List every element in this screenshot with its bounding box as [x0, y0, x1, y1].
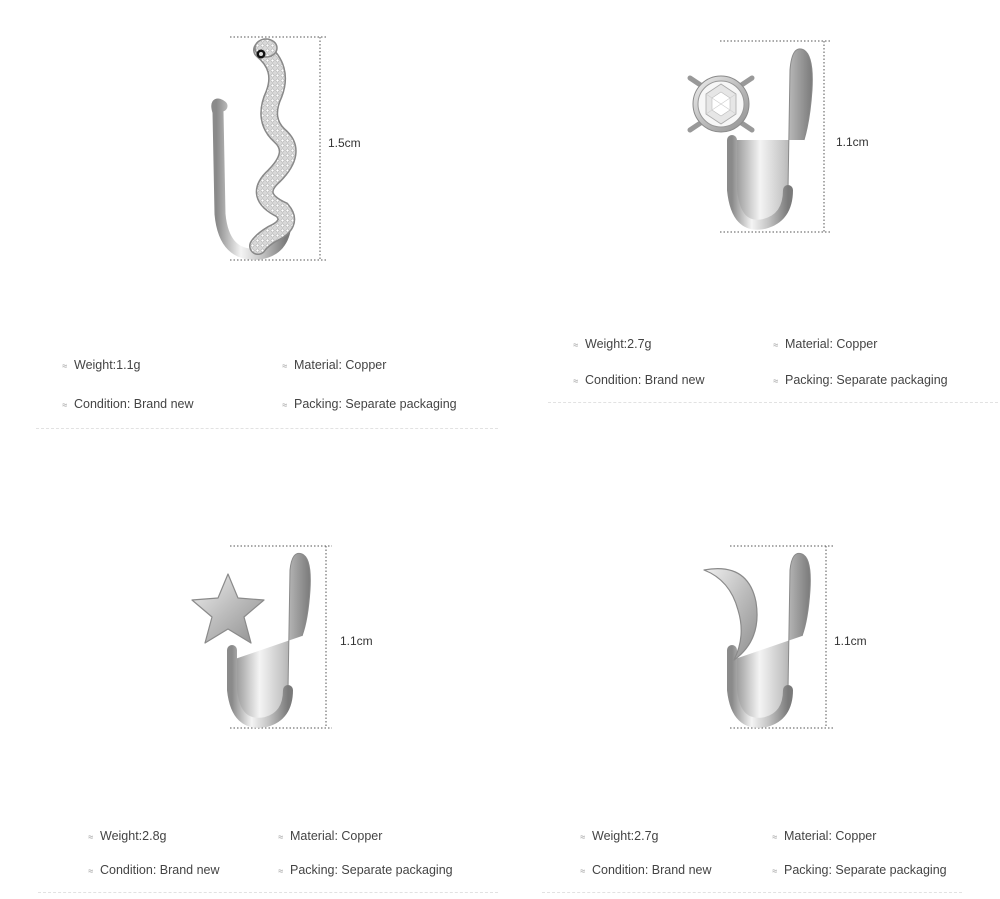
spec-packing: ≈ Packing: Separate packaging: [282, 397, 457, 411]
spec-material: ≈ Material: Copper: [282, 358, 386, 372]
spec-condition: ≈ Condition: Brand new: [62, 397, 194, 411]
spec-material: ≈ Material: Copper: [773, 337, 877, 351]
divider: [548, 402, 998, 403]
spec-material-text: Material: Copper: [785, 337, 878, 351]
spec-condition-text: Condition: Brand new: [100, 863, 220, 877]
bullet-icon: ≈: [62, 361, 67, 371]
snake-icon: [211, 36, 328, 261]
bullet-icon: ≈: [282, 361, 287, 371]
spec-material-text: Material: Copper: [784, 829, 877, 843]
dimension-label: 1.1cm: [834, 634, 867, 648]
spec-packing-text: Packing: Separate packaging: [784, 863, 947, 877]
bullet-icon: ≈: [278, 832, 283, 842]
spec-packing: ≈ Packing: Separate packaging: [773, 373, 948, 387]
spec-weight: ≈ Weight:2.8g: [88, 829, 166, 843]
bullet-icon: ≈: [573, 376, 578, 386]
spec-condition: ≈ Condition: Brand new: [573, 373, 705, 387]
spec-packing-text: Packing: Separate packaging: [294, 397, 457, 411]
bullet-icon: ≈: [278, 866, 283, 876]
spec-material: ≈ Material: Copper: [772, 829, 876, 843]
bullet-icon: ≈: [62, 400, 67, 410]
spec-weight: ≈ Weight:1.1g: [62, 358, 140, 372]
spec-condition-text: Condition: Brand new: [592, 863, 712, 877]
spec-packing: ≈ Packing: Separate packaging: [772, 863, 947, 877]
bullet-icon: ≈: [772, 832, 777, 842]
spec-weight-text: Weight:2.7g: [592, 829, 659, 843]
bullet-icon: ≈: [88, 866, 93, 876]
bullet-icon: ≈: [282, 400, 287, 410]
spec-condition-text: Condition: Brand new: [585, 373, 705, 387]
bullet-icon: ≈: [772, 866, 777, 876]
moon-icon: [703, 545, 834, 729]
star-icon: [191, 545, 332, 729]
spec-material-text: Material: Copper: [294, 358, 387, 372]
product-card-crystal: 1.1cm ≈ Weight:2.7g ≈ Material: Copper ≈ Co…: [500, 0, 1000, 440]
spec-weight-text: Weight:1.1g: [74, 358, 141, 372]
bullet-icon: ≈: [580, 866, 585, 876]
bullet-icon: ≈: [573, 340, 578, 350]
product-card-moon: 1.1cm ≈ Weight:2.7g ≈ Material: Copper ≈ Co…: [500, 450, 1000, 899]
bullet-icon: ≈: [88, 832, 93, 842]
spec-condition: ≈ Condition: Brand new: [580, 863, 712, 877]
spec-packing: ≈ Packing: Separate packaging: [278, 863, 453, 877]
bullet-icon: ≈: [773, 376, 778, 386]
divider: [542, 892, 962, 893]
product-card-snake: 1.5cm ≈ Weight:1.1g ≈ Material: Copper ≈ Co…: [0, 0, 500, 440]
spec-packing-text: Packing: Separate packaging: [290, 863, 453, 877]
dimension-label: 1.1cm: [340, 634, 373, 648]
spec-weight-text: Weight:2.7g: [585, 337, 652, 351]
dimension-label: 1.1cm: [836, 135, 869, 149]
spec-material: ≈ Material: Copper: [278, 829, 382, 843]
spec-weight: ≈ Weight:2.7g: [573, 337, 651, 351]
bullet-icon: ≈: [773, 340, 778, 350]
spec-weight: ≈ Weight:2.7g: [580, 829, 658, 843]
spec-weight-text: Weight:2.8g: [100, 829, 167, 843]
spec-condition: ≈ Condition: Brand new: [88, 863, 220, 877]
bullet-icon: ≈: [580, 832, 585, 842]
product-card-star: 1.1cm ≈ Weight:2.8g ≈ Material: Copper ≈ Co…: [0, 450, 500, 899]
spec-packing-text: Packing: Separate packaging: [785, 373, 948, 387]
crystal-icon: [687, 40, 832, 233]
dimension-label: 1.5cm: [328, 136, 361, 150]
spec-condition-text: Condition: Brand new: [74, 397, 194, 411]
divider: [38, 892, 498, 893]
divider: [36, 428, 498, 429]
spec-material-text: Material: Copper: [290, 829, 383, 843]
